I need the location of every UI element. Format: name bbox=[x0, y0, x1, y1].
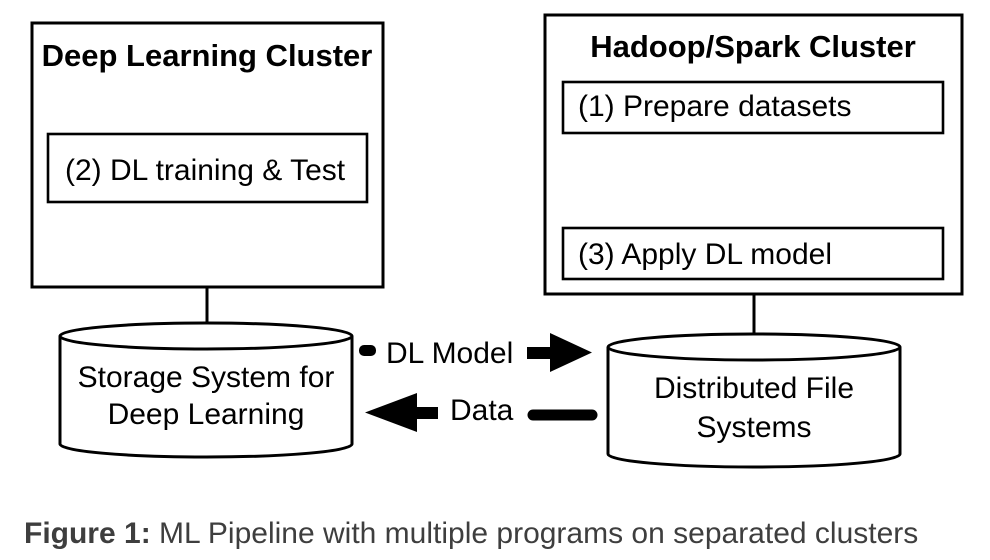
deep-learning-cluster-title: Deep Learning Cluster bbox=[42, 38, 373, 73]
deep-learning-cluster: Deep Learning Cluster (2) DL training & … bbox=[30, 21, 385, 289]
distributed-fs-cylinder: Distributed File Systems bbox=[606, 332, 902, 469]
step-prepare-datasets-box bbox=[561, 80, 945, 135]
distributed-fs-label-line2: Systems bbox=[696, 411, 811, 444]
cylinder-top bbox=[58, 321, 354, 351]
hadoop-spark-cluster-title: Hadoop/Spark Cluster bbox=[590, 29, 916, 64]
step-apply-dl-model-label: (3) Apply DL model bbox=[578, 238, 832, 271]
step-prepare-datasets-label: (1) Prepare datasets bbox=[578, 90, 851, 123]
hadoop-spark-cluster: Hadoop/Spark Cluster (1) Prepare dataset… bbox=[543, 13, 964, 296]
data-flow: Data bbox=[365, 393, 598, 432]
dl-model-flow-label: DL Model bbox=[386, 337, 513, 370]
figure-caption-number: Figure 1: bbox=[24, 517, 151, 550]
storage-system-label-line1: Storage System for bbox=[78, 361, 335, 394]
cylinder-top bbox=[606, 332, 902, 362]
cylinder-body bbox=[606, 347, 902, 469]
left-arrow-icon bbox=[365, 393, 438, 432]
step-dl-training-label: (2) DL training & Test bbox=[65, 154, 346, 187]
data-flow-label: Data bbox=[450, 394, 514, 427]
figure-caption-text: ML Pipeline with multiple programs on se… bbox=[150, 517, 919, 550]
storage-system-cylinder: Storage System for Deep Learning bbox=[58, 321, 354, 459]
step-dl-training-box bbox=[46, 132, 369, 204]
right-arrow-icon bbox=[527, 333, 592, 372]
dl-model-dash-icon bbox=[359, 345, 376, 356]
distributed-fs-label-line1: Distributed File bbox=[654, 372, 854, 405]
storage-system-label-line2: Deep Learning bbox=[108, 398, 305, 431]
figure-caption: Figure 1: ML Pipeline with multiple prog… bbox=[24, 517, 918, 550]
cylinder-body bbox=[58, 336, 354, 459]
dl-model-flow: DL Model bbox=[359, 333, 592, 372]
step-apply-dl-model-box bbox=[561, 226, 945, 281]
